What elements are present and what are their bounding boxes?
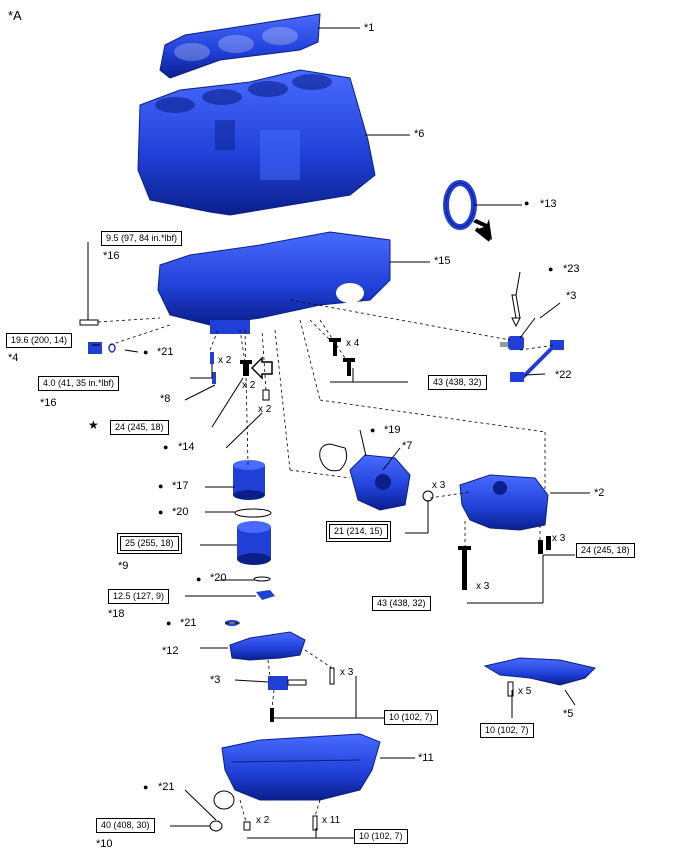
label-10: *10 bbox=[96, 838, 113, 850]
qty-pump-bolt-long: x 3 bbox=[476, 581, 490, 592]
label-3-lower: *3 bbox=[210, 674, 221, 686]
cylinder-block bbox=[137, 69, 376, 216]
bullet-20-top: ● bbox=[158, 507, 164, 517]
qty-pan-stud: x 2 bbox=[256, 815, 270, 826]
label-2: *2 bbox=[594, 487, 605, 499]
o-ring-large bbox=[234, 508, 272, 518]
qty-pin: x 2 bbox=[258, 404, 272, 415]
label-9: *9 bbox=[118, 560, 129, 572]
oil-filter-element bbox=[233, 460, 265, 500]
torque-spec-2: 19.6 (200, 14) bbox=[6, 333, 73, 348]
torque-spec-12: 10 (102, 7) bbox=[480, 723, 534, 738]
label-21-mid: *21 bbox=[180, 617, 197, 629]
label-15: *15 bbox=[434, 255, 451, 267]
torque-spec-6-text: 21 (214, 15) bbox=[329, 524, 388, 539]
oil-pump bbox=[458, 474, 551, 590]
torque-spec-6: 21 (214, 15) bbox=[326, 521, 391, 542]
qty-crank-bolt: x 2 bbox=[242, 380, 256, 391]
leader-lines bbox=[87, 27, 590, 839]
torque-spec-9: 43 (438, 32) bbox=[372, 596, 431, 611]
oil-level-sensor bbox=[500, 336, 524, 350]
dashed-lines bbox=[97, 299, 556, 823]
label-1: *1 bbox=[364, 22, 375, 34]
label-7: *7 bbox=[402, 440, 413, 452]
label-13: *13 bbox=[540, 198, 557, 210]
figure-title: *A bbox=[8, 8, 22, 23]
stud-bolt bbox=[79, 319, 99, 326]
qty-baffle-bolt: x 5 bbox=[518, 686, 532, 697]
label-20-top: *20 bbox=[172, 506, 189, 518]
torque-spec-13: 40 (408, 30) bbox=[96, 818, 155, 833]
label-16-bottom: *16 bbox=[40, 397, 57, 409]
star-mark: ★ bbox=[88, 418, 99, 432]
label-17: *17 bbox=[172, 480, 189, 492]
oil-seal bbox=[443, 180, 477, 230]
label-14: *14 bbox=[178, 441, 195, 453]
bullet-21-bottom: ● bbox=[143, 782, 149, 792]
bullet-17: ● bbox=[158, 481, 164, 491]
label-8: *8 bbox=[160, 393, 171, 405]
qty-cover-bolt: x 3 bbox=[432, 480, 446, 491]
torque-spec-5: 43 (438, 32) bbox=[428, 375, 487, 390]
oil-nozzle bbox=[210, 352, 216, 384]
crankcase bbox=[157, 231, 391, 334]
baffle-plate bbox=[483, 657, 596, 697]
torque-spec-4: 24 (245, 18) bbox=[110, 420, 169, 435]
oil-pan bbox=[209, 733, 381, 832]
drain-plug-filter bbox=[256, 590, 275, 600]
label-19: *19 bbox=[384, 424, 401, 436]
wire-harness bbox=[510, 340, 564, 382]
label-5: *5 bbox=[563, 708, 574, 720]
label-21-bottom: *21 bbox=[158, 781, 175, 793]
oil-jet bbox=[88, 342, 116, 354]
torque-spec-11: 10 (102, 7) bbox=[384, 710, 438, 725]
insertion-arrow-icon bbox=[250, 356, 273, 380]
oil-pump-cover bbox=[349, 454, 434, 511]
oil-filter-cap bbox=[237, 521, 271, 565]
label-6: *6 bbox=[414, 128, 425, 140]
label-20-bottom: *20 bbox=[210, 572, 227, 584]
bullet-21-mid: ● bbox=[166, 618, 172, 628]
label-22: *22 bbox=[555, 369, 572, 381]
torque-spec-3: 4.0 (41, 35 in.*lbf) bbox=[38, 376, 120, 391]
label-11: *11 bbox=[418, 752, 434, 764]
label-21-top: *21 bbox=[157, 346, 174, 358]
torque-spec-8: 25 (255, 18) bbox=[117, 533, 182, 554]
direction-arrow-icon bbox=[473, 219, 492, 242]
o-ring-small bbox=[253, 576, 271, 582]
bullet-19: ● bbox=[370, 425, 376, 435]
qty-pan-bolt: x 11 bbox=[322, 815, 341, 826]
torque-spec-10: 12.5 (127, 9) bbox=[108, 589, 170, 604]
label-18: *18 bbox=[108, 608, 125, 620]
bullet-21-top: ● bbox=[143, 347, 149, 357]
label-12: *12 bbox=[162, 645, 179, 657]
bullet-13: ● bbox=[524, 198, 530, 208]
qty-oil-nozzle: x 2 bbox=[218, 355, 232, 366]
torque-spec-14: 10 (102, 7) bbox=[354, 829, 408, 844]
water-jacket-spacer bbox=[159, 13, 321, 79]
bullet-14: ● bbox=[163, 442, 169, 452]
qty-case-bolt: x 4 bbox=[346, 338, 360, 349]
torque-spec-1: 9.5 (97, 84 in.*lbf) bbox=[101, 231, 183, 246]
torque-spec-8-text: 25 (255, 18) bbox=[120, 536, 179, 551]
sensor-clip bbox=[511, 294, 521, 328]
qty-pump-bolt-short: x 3 bbox=[552, 533, 566, 544]
bullet-23: ● bbox=[548, 264, 554, 274]
label-4: *4 bbox=[8, 352, 19, 364]
label-16-top: *16 bbox=[103, 250, 120, 262]
pump-gasket bbox=[319, 443, 348, 472]
bullet-20-bottom: ● bbox=[196, 574, 202, 584]
label-23: *23 bbox=[563, 263, 580, 275]
strainer-part bbox=[268, 667, 335, 722]
label-3-upper: *3 bbox=[566, 290, 577, 302]
qty-strainer-bolt: x 3 bbox=[340, 667, 354, 678]
torque-spec-7: 24 (245, 18) bbox=[576, 543, 635, 558]
oil-strainer bbox=[225, 620, 306, 661]
